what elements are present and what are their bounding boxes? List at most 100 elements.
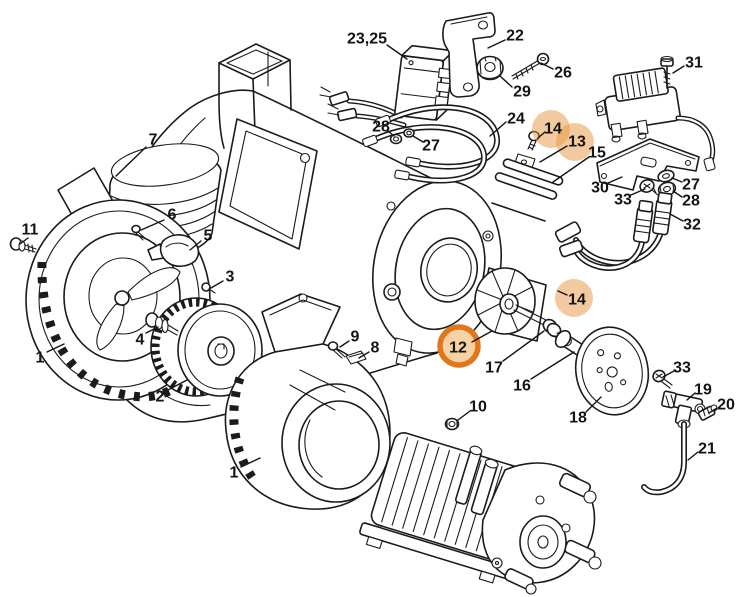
fan-rotor-drawing	[150, 297, 263, 397]
highlight-circle-14-lower[interactable]	[555, 279, 593, 317]
air-duct-drawing	[218, 43, 292, 149]
part-label-33-upper: 33	[614, 188, 646, 209]
part-number: 2	[156, 389, 165, 406]
leader-line	[471, 330, 493, 343]
part-label-3: 3	[210, 269, 235, 289]
part-number: 28	[372, 119, 390, 136]
part-number: 23,25	[347, 31, 387, 48]
part-label-13[interactable]: 13	[539, 134, 586, 163]
part-number[interactable]: 12	[449, 340, 467, 357]
leader-line	[540, 62, 554, 70]
part-label-26: 26	[540, 62, 572, 82]
part-label-14-lower[interactable]: 14	[557, 290, 586, 309]
part-number: 15	[588, 145, 606, 162]
leader-line	[539, 145, 568, 163]
part-number: 11	[22, 222, 39, 239]
leader-line	[530, 351, 575, 380]
part-number: 30	[591, 180, 609, 197]
leader-line	[145, 326, 159, 334]
leader-line	[167, 379, 188, 391]
part-number: 9	[351, 329, 360, 346]
leader-line	[502, 330, 545, 362]
part-label-19: 19	[686, 382, 712, 401]
leader-line	[386, 44, 408, 60]
part-label-28-right: 28	[672, 190, 700, 210]
part-label-22: 22	[487, 28, 524, 49]
bracket-drawing	[442, 12, 496, 98]
hose-drawing	[641, 421, 687, 496]
part-label-15: 15	[552, 145, 606, 183]
part-number: 33	[614, 192, 632, 209]
leader-line	[557, 290, 568, 296]
leader-line	[671, 177, 683, 183]
leader-line	[140, 219, 165, 231]
part-number: 7	[149, 132, 158, 149]
part-label-31: 31	[672, 55, 703, 74]
part-label-5: 5	[189, 228, 213, 251]
leader-line	[115, 146, 147, 177]
part-number: 10	[469, 399, 487, 416]
part-label-1-left: 1	[36, 343, 65, 367]
part-label-29: 29	[499, 75, 531, 101]
leader-line	[19, 237, 29, 245]
part-number: 21	[698, 441, 716, 458]
part-label-27-left: 27	[412, 135, 440, 155]
part-label-6: 6	[140, 207, 177, 231]
part-number: 33	[673, 360, 691, 377]
washers-left-drawing	[389, 128, 415, 145]
part-label-23-25: 23,25	[347, 31, 408, 60]
part-number: 28	[682, 193, 700, 210]
part-number: 27	[422, 138, 440, 155]
leader-line	[607, 176, 623, 184]
leader-line	[46, 343, 65, 353]
part-label-20: 20	[708, 397, 735, 414]
leader-line	[358, 351, 370, 359]
leader-line	[669, 213, 684, 222]
part-label-4: 4	[136, 326, 159, 349]
part-number: 32	[683, 217, 701, 234]
part-number: 22	[506, 28, 524, 45]
leader-line	[487, 39, 506, 49]
part-number: 6	[168, 207, 177, 224]
part-number[interactable]: 14	[568, 292, 586, 309]
cable-loops-drawing	[362, 104, 500, 184]
long-screw-drawing	[511, 52, 550, 80]
leader-line	[672, 190, 683, 198]
part-label-2: 2	[156, 379, 188, 406]
part-number: 31	[685, 55, 703, 72]
part-label-8: 8	[358, 340, 380, 359]
leader-line	[672, 65, 685, 74]
collar-nut-drawing	[476, 55, 504, 81]
part-label-24: 24	[489, 111, 525, 137]
part-label-1-lower: 1	[230, 457, 261, 482]
highlight-ring-12[interactable]	[437, 324, 481, 368]
highlight-circle-13[interactable]	[556, 123, 594, 161]
part-label-11: 11	[19, 222, 39, 245]
leader-line	[537, 131, 546, 139]
leader-line	[687, 451, 699, 461]
small-parts-left-drawing	[9, 224, 216, 336]
part-label-32: 32	[669, 213, 701, 234]
leader-line	[189, 240, 202, 251]
part-label-27-right: 27	[671, 177, 700, 194]
part-number: 27	[682, 177, 700, 194]
part-number: 29	[513, 84, 531, 101]
leader-line	[457, 410, 471, 421]
part-label-9: 9	[339, 329, 360, 348]
part-number[interactable]: 14	[544, 121, 562, 138]
leader-line	[387, 130, 395, 137]
impeller-assembly-drawing	[474, 267, 551, 342]
part-number: 20	[717, 397, 735, 414]
ignition-module-drawing	[595, 55, 716, 172]
part-label-21: 21	[687, 441, 716, 461]
disc-screw-drawing	[652, 369, 673, 389]
blower-housing-lower-drawing	[224, 293, 391, 510]
part-number[interactable]: 13	[568, 134, 586, 151]
screw-and-clip-drawing	[327, 341, 367, 365]
leader-line	[489, 121, 507, 137]
part-label-12[interactable]: 12	[449, 330, 493, 357]
part-label-14-upper[interactable]: 14	[537, 121, 562, 139]
part-number: 4	[136, 332, 145, 349]
